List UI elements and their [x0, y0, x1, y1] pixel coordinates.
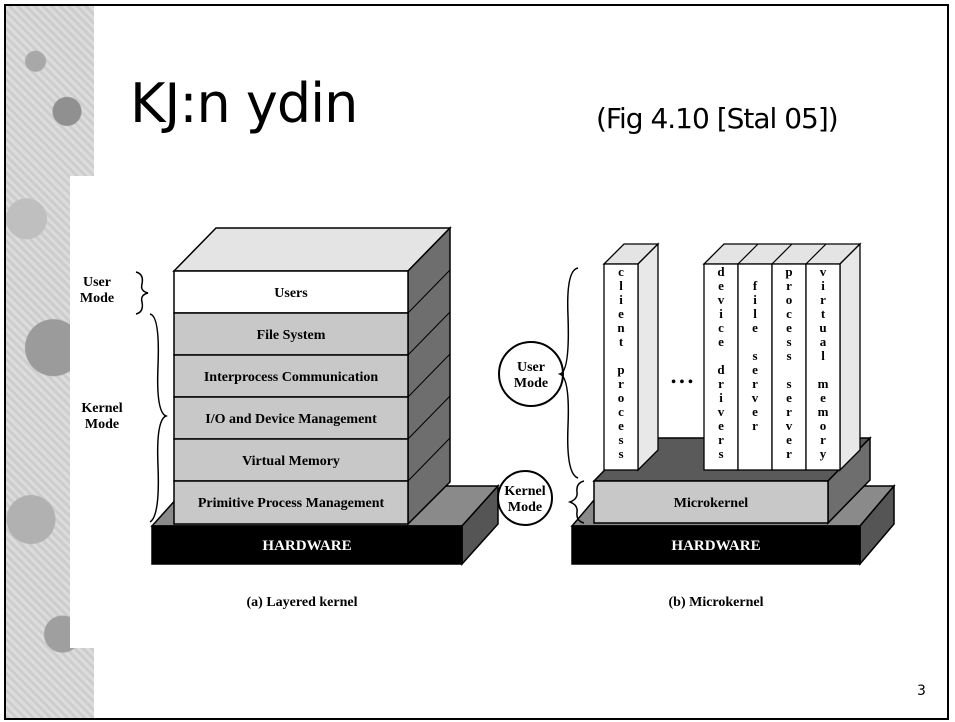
layer-users-label: Users	[274, 286, 308, 301]
microkernel-box	[593, 480, 829, 524]
layer-primitive-process	[173, 480, 409, 525]
layer-file-system-label: File System	[257, 328, 326, 343]
page-number: 3	[917, 683, 926, 699]
caption-a: (a) Layered kernel	[247, 595, 358, 610]
layer-virtual-memory	[173, 438, 409, 482]
kernel-mode-brace-a	[149, 313, 169, 523]
user-mode-circle-b	[498, 341, 564, 407]
layer-ipc	[173, 354, 409, 398]
layer-ipc-label: Interprocess Communication	[204, 370, 379, 385]
layer-users	[173, 270, 409, 314]
layered-kernel-diagram: HARDWARE Users File System Interprocess …	[80, 226, 500, 610]
layer-io	[173, 396, 409, 440]
figure-panel: HARDWARE Users File System Interprocess …	[70, 176, 912, 648]
kernel-mode-brace-b	[567, 480, 585, 524]
figure-reference: (Fig 4.10 [Stal 05])	[596, 102, 839, 135]
user-mode-brace-b	[557, 267, 579, 479]
caption-b: (b) Microkernel	[669, 595, 764, 610]
hardware-label-b: HARDWARE	[671, 538, 760, 554]
hardware-box-b	[571, 525, 861, 565]
hardware-box-a	[151, 525, 463, 565]
layer-primitive-process-label: Primitive Process Management	[198, 496, 385, 511]
hardware-label-a: HARDWARE	[262, 538, 351, 554]
user-mode-brace-a	[135, 271, 149, 315]
slide-title: KJ:n ydin	[130, 72, 358, 135]
stack-top	[172, 227, 452, 272]
kernel-mode-circle-b	[497, 470, 553, 526]
layer-virtual-memory-label: Virtual Memory	[242, 454, 340, 469]
layer-io-label: I/O and Device Management	[205, 412, 377, 427]
kernel-diagram: HARDWARE Users File System Interprocess …	[80, 226, 896, 610]
server-columns-side	[839, 242, 861, 472]
ellipsis: • • •	[671, 375, 693, 390]
layer-file-system	[173, 312, 409, 356]
slide-border	[4, 4, 949, 720]
microkernel-label: Microkernel	[674, 496, 748, 511]
